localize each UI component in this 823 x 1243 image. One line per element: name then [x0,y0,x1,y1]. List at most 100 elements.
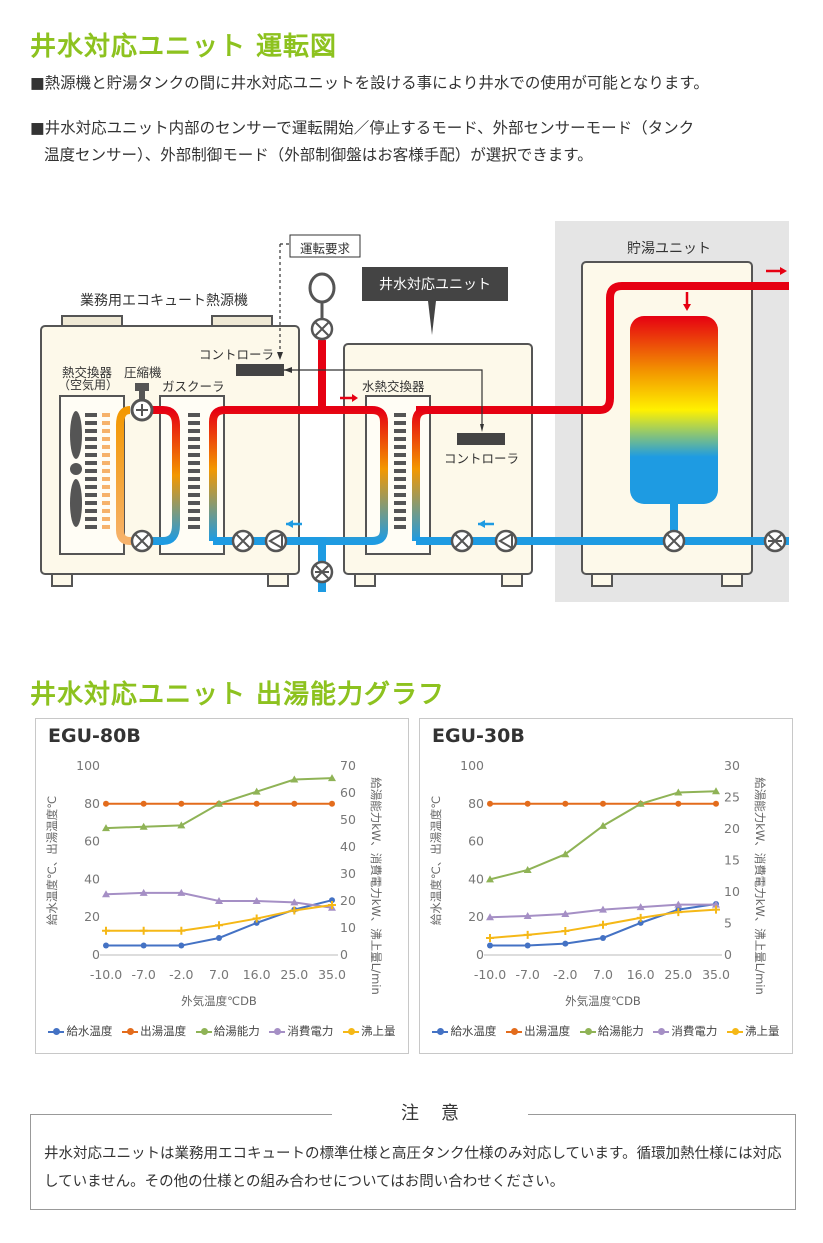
y-right-tick-label: 10 [724,884,740,899]
series-point [674,908,683,917]
controller-well-unit [457,433,505,445]
series-point [561,850,570,858]
legend-item-capacity: 給湯能力 [195,1023,260,1039]
chart-title: EGU-80B [48,725,141,747]
series-point [486,875,494,883]
series-point [215,921,223,930]
valve-icon-well-unit [450,529,474,553]
series-point [713,800,719,807]
y-right-tick-label: 70 [340,758,356,773]
series-point [215,799,223,807]
x-axis-label: 外気温度℃DB [181,994,257,1008]
legend-item-outlet-temp: 出湯温度 [122,1023,186,1039]
series-point [177,888,186,896]
description-bullet-2-line-1: ■井水対応ユニット内部のセンサーで運転開始／停止するモード、外部センサーモード（… [30,119,695,137]
series-point [252,897,261,904]
y-left-tick-label: 60 [84,834,100,849]
run-request-box [289,234,361,258]
y-left-tick-label: 80 [468,796,484,811]
y-left-tick-label: 20 [468,909,484,924]
series-point [636,903,645,911]
series-point [712,900,720,908]
series-point [712,787,720,795]
x-tick-label: 7.0 [593,967,613,982]
water-heat-exchanger-panel [365,395,431,555]
series-point [139,926,148,935]
air-heat-exchanger-panel [59,395,125,555]
y-right-tick-label: 40 [340,839,356,854]
series-point [636,799,645,807]
y-right-tick-label: 5 [724,916,732,931]
y-right-tick-label: 50 [340,812,356,827]
series-point [599,920,607,929]
operation-diagram [40,221,789,602]
air-heat-exchanger-sub-label: （空気用） [58,378,119,392]
series-point [329,897,335,904]
y-left-tick-label: 40 [468,871,484,886]
chart-title: EGU-30B [432,725,525,747]
legend-item-outlet-temp: 出湯温度 [506,1023,570,1039]
x-tick-label: -2.0 [169,967,193,982]
series-point [102,890,110,898]
x-axis-label: 外気温度℃DB [565,994,641,1008]
series-point [599,905,607,913]
y-right-tick-label: 25 [724,790,740,805]
note-title: 注意 [332,1099,528,1125]
pump-icon-well-unit [494,529,518,553]
series-point [102,926,110,935]
controller-label-heat-source: コントローラ [199,347,275,362]
y-left-tick-label: 60 [468,834,484,849]
fan-icon [70,411,82,527]
series-point [252,787,261,795]
series-point [486,913,494,921]
series-point [523,865,532,873]
x-tick-label: -7.0 [515,967,539,982]
x-tick-label: 16.0 [243,967,271,982]
series-point [177,821,186,829]
water-heat-exchanger-fins [394,413,406,529]
heat-source-label: 業務用エコキュート熱源機 [80,293,248,309]
series-point [637,919,644,926]
series-point [674,788,683,796]
series-point [599,821,607,829]
series-point [290,906,299,915]
valve-icon-heat-source [231,529,255,553]
air-heat-exchanger-fins [85,413,97,529]
series-point [139,822,148,830]
y-right-tick-label: 30 [340,866,356,881]
air-heat-exchanger-label: 熱交換器 [62,365,113,380]
x-tick-label: 35.0 [318,967,346,982]
pump-icon-heat-source [264,529,288,553]
y-right-tick-label: 0 [340,947,348,962]
series-point [103,942,109,949]
series-point [216,934,222,941]
expansion-tank-icon [308,272,336,318]
y-right-tick-label: 20 [724,821,740,836]
well-unit-label: 井水対応ユニット [379,277,491,293]
series-point [600,934,606,941]
y-right-tick-label: 60 [340,785,356,800]
y-left-tick-label: 20 [84,909,100,924]
gas-cooler-label: ガスクーラ [162,379,225,394]
series-point [215,897,223,904]
x-tick-label: -2.0 [553,967,577,982]
legend-item-power: 消費電力 [269,1023,333,1039]
y-right-tick-label: 0 [724,947,732,962]
series-point [253,800,260,807]
y-left-tick-label: 100 [76,758,100,773]
series-point [486,933,494,942]
check-valve-icon-storage [763,529,787,553]
series-point [600,800,606,807]
x-tick-label: 25.0 [280,967,308,982]
series-point [561,927,570,936]
series-point [674,900,683,908]
chart-legend: 給水温度 出湯温度 給湯能力 消費電力 沸上量 [36,1023,408,1039]
series-point [561,910,570,918]
y-left-tick-label: 80 [84,796,100,811]
legend-item-feed-temp: 給水温度 [48,1023,112,1039]
y-right-axis-label: 給湯能力kW、消費電力kW、沸上量L/min [753,777,767,995]
series-point [562,940,569,947]
series-point [178,942,185,949]
valve-icon-storage [662,529,686,553]
y-left-axis-label: 給水温度℃、出湯温度℃ [45,796,59,925]
